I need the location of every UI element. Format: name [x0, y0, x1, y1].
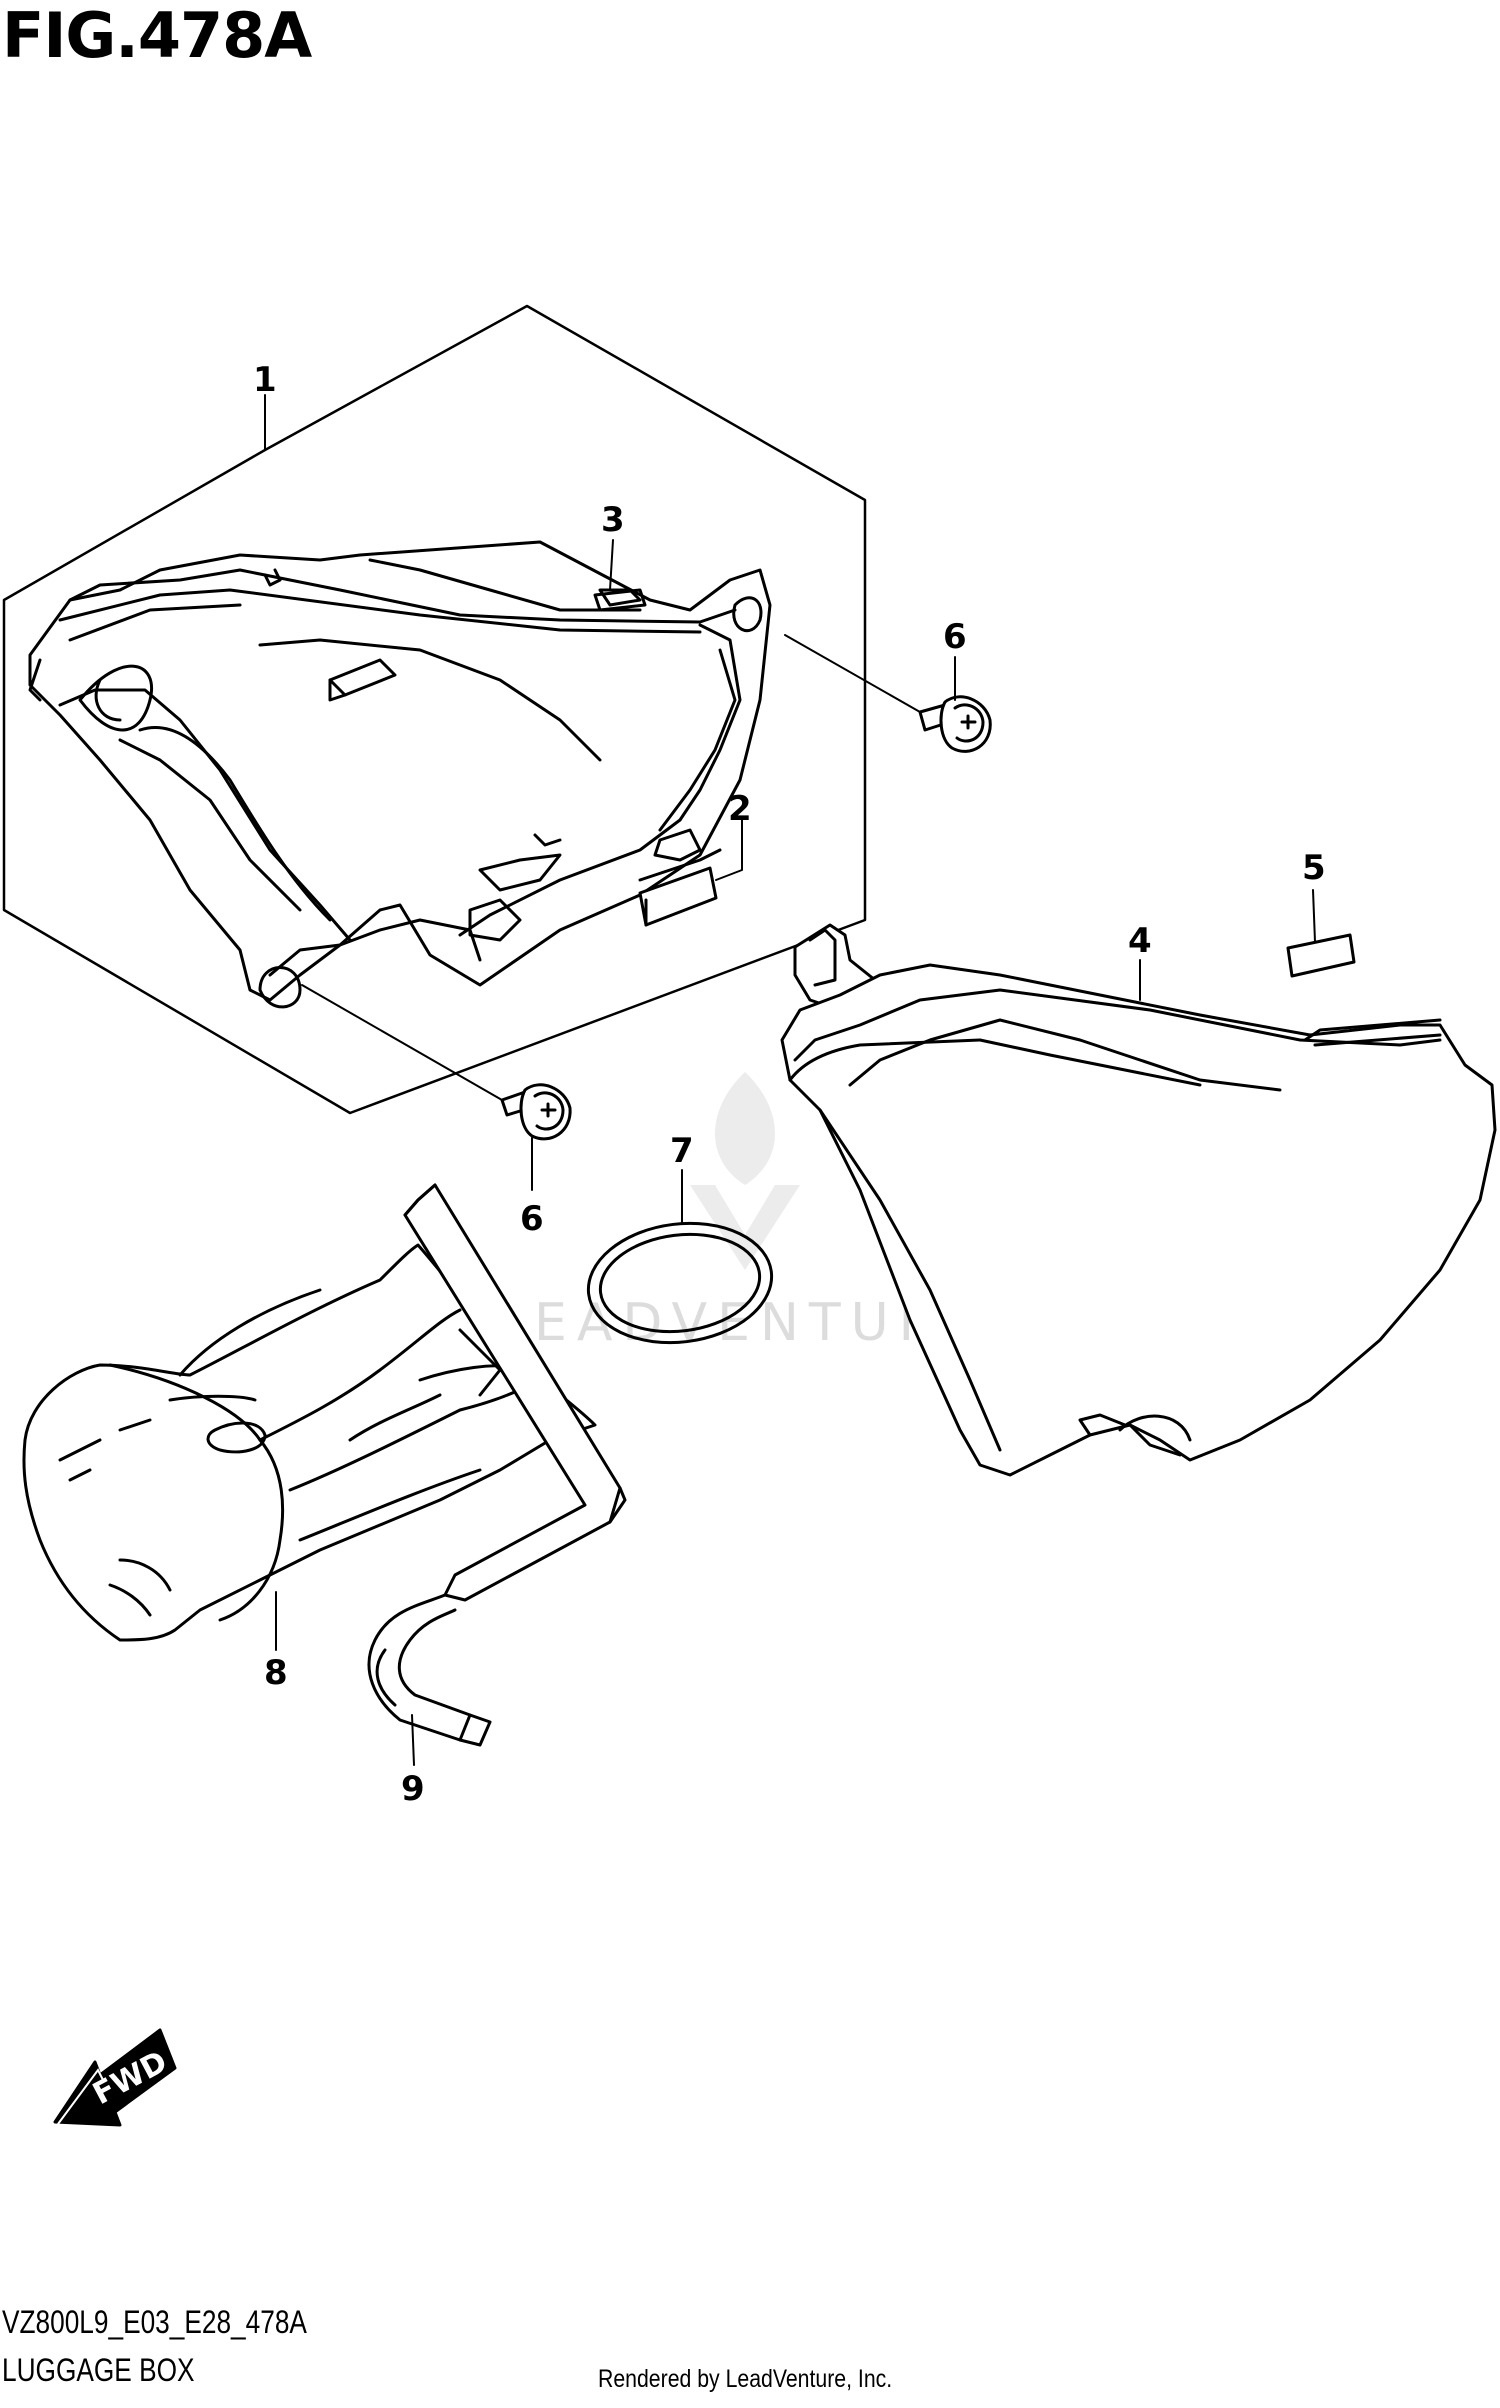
callout-2: 2 [728, 789, 752, 829]
callout-3: 3 [601, 500, 625, 540]
callout-1: 1 [253, 360, 277, 400]
part-2-label-pad [638, 866, 718, 927]
part-7-ring [586, 1221, 774, 1345]
watermark: LEADVENTURE [495, 1072, 988, 1353]
part-5-label [1286, 933, 1356, 978]
figure-caption: LUGGAGE BOX [2, 2352, 195, 2388]
part-8-cover-sheet [22, 1243, 597, 1642]
callout-9: 9 [401, 1769, 425, 1809]
fwd-direction-badge: FWD [53, 2028, 177, 2127]
callout-6-lower: 6 [520, 1199, 544, 1239]
part-6-lower-screw [500, 1083, 572, 1141]
luggage-box-frame [28, 540, 772, 1009]
watermark-v-mark [690, 1185, 800, 1270]
part-6-upper-screw [918, 695, 992, 753]
part-4-side-cover [780, 923, 1497, 1477]
leader-lines [264, 394, 1316, 1766]
assembly-outline [2, 304, 867, 1115]
callout-7: 7 [670, 1131, 694, 1171]
watermark-flame-icon [715, 1072, 775, 1185]
figure-code: VZ800L9_E03_E28_478A [2, 2304, 307, 2340]
callout-6-upper: 6 [943, 617, 967, 657]
callout-4: 4 [1128, 921, 1152, 961]
watermark-text: LEADVENTURE [495, 1293, 988, 1353]
render-credit: Rendered by LeadVenture, Inc. [598, 2365, 893, 2393]
callout-5: 5 [1302, 848, 1326, 888]
figure-title: FIG.478A [2, 0, 312, 72]
fwd-arrow-icon [53, 2028, 177, 2127]
part-3-label [593, 588, 647, 612]
part-9-hex-key [367, 1183, 627, 1747]
callout-labels: 1 2 3 4 5 6 6 7 8 9 [253, 360, 1326, 1809]
callout-8: 8 [264, 1653, 288, 1693]
